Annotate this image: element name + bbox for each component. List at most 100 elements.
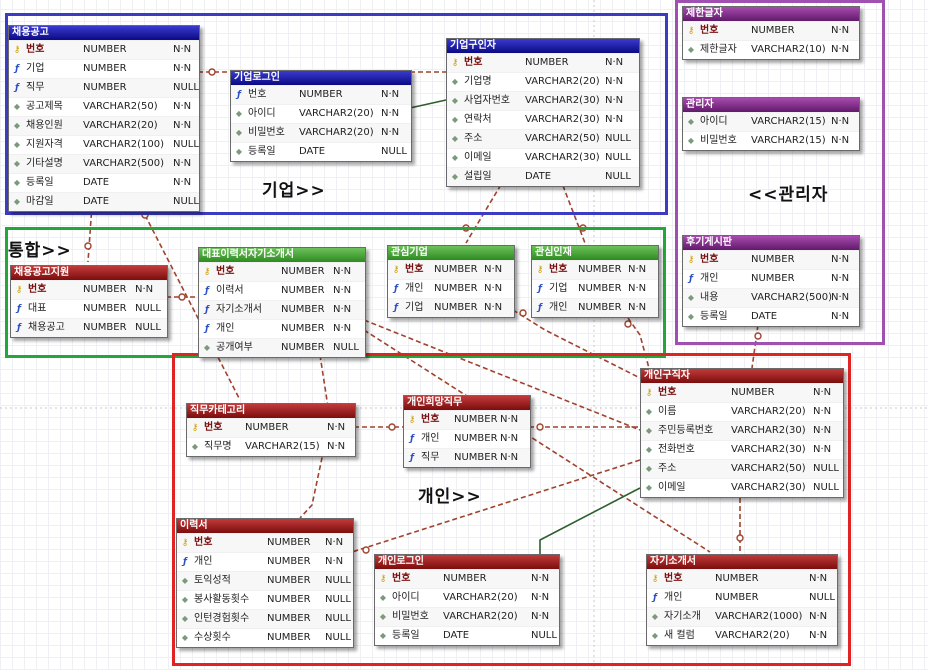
column-name: 마감일 [26, 196, 54, 207]
column-icon: ◆ [651, 612, 659, 621]
column-type: VARCHAR2(50) [525, 133, 600, 144]
column-name: 토익성적 [194, 575, 231, 586]
column-type: DATE [443, 630, 470, 641]
entity-title: 관리자 [683, 98, 859, 112]
column-type: VARCHAR2(30) [525, 152, 600, 163]
column-nullability: N·N [173, 158, 192, 169]
column-name: 아이디 [248, 108, 276, 119]
column-name: 번호 [700, 254, 719, 265]
column-type: NUMBER [267, 613, 311, 624]
column-icon: ◆ [235, 109, 243, 118]
column-type: NUMBER [578, 283, 622, 294]
column-name: 직무 [26, 82, 45, 93]
key-icon: ⚷ [379, 574, 387, 584]
column-nullability: NULL [381, 146, 407, 157]
